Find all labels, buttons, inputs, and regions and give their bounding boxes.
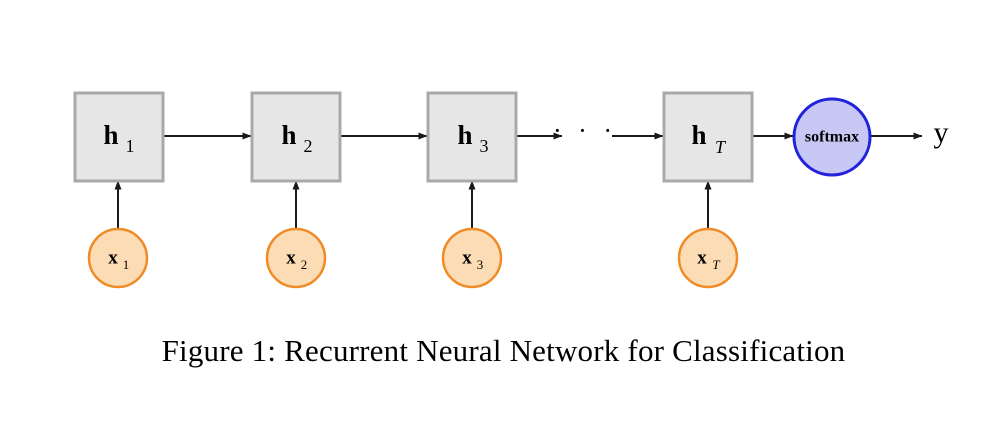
hidden-state-box[interactable] [662,91,754,183]
input-label: x [108,247,118,268]
hidden-state-box[interactable] [426,91,518,183]
output-label-y: y [934,116,949,149]
input-subscript: 1 [123,257,130,272]
softmax-label: softmax [805,129,859,146]
input-label: x [697,247,707,268]
hidden-state-subscript: 2 [304,136,313,156]
hidden-state-label: h [103,120,118,150]
input-label: x [286,247,296,268]
hidden-state-h-1[interactable]: h 1 [73,91,165,183]
softmax-circle[interactable] [792,97,872,177]
hidden-state-subscript: T [715,137,727,157]
input-node-x-3[interactable]: x 3 [441,227,503,289]
hidden-state-h-T[interactable]: h T [662,91,754,183]
input-subscript: 3 [477,257,484,272]
hidden-state-label: h [281,120,296,150]
input-edges [114,180,712,229]
hidden-state-label: h [457,120,472,150]
hidden-state-box[interactable] [250,91,342,183]
input-label: x [462,247,472,268]
input-circle[interactable] [677,227,739,289]
hidden-state-box[interactable] [73,91,165,183]
input-circle[interactable] [265,227,327,289]
softmax-node[interactable]: softmax [792,97,872,177]
hidden-state-h-2[interactable]: h 2 [250,91,342,183]
ellipsis-dots: · · · [553,116,617,145]
input-subscript: 2 [301,257,308,272]
input-circle[interactable] [87,227,149,289]
input-node-x-1[interactable]: x 1 [87,227,149,289]
input-subscript: T [712,257,720,272]
rnn-diagram: · · · h 1 h 2 h 3 h T x 1 [73,91,949,289]
figure-caption: Figure 1: Recurrent Neural Network for C… [161,333,846,368]
hidden-state-label: h [691,120,706,150]
hidden-state-subscript: 3 [480,136,489,156]
input-circle[interactable] [441,227,503,289]
input-node-x-T[interactable]: x T [677,227,739,289]
hidden-state-subscript: 1 [126,136,135,156]
input-node-x-2[interactable]: x 2 [265,227,327,289]
hidden-state-h-3[interactable]: h 3 [426,91,518,183]
